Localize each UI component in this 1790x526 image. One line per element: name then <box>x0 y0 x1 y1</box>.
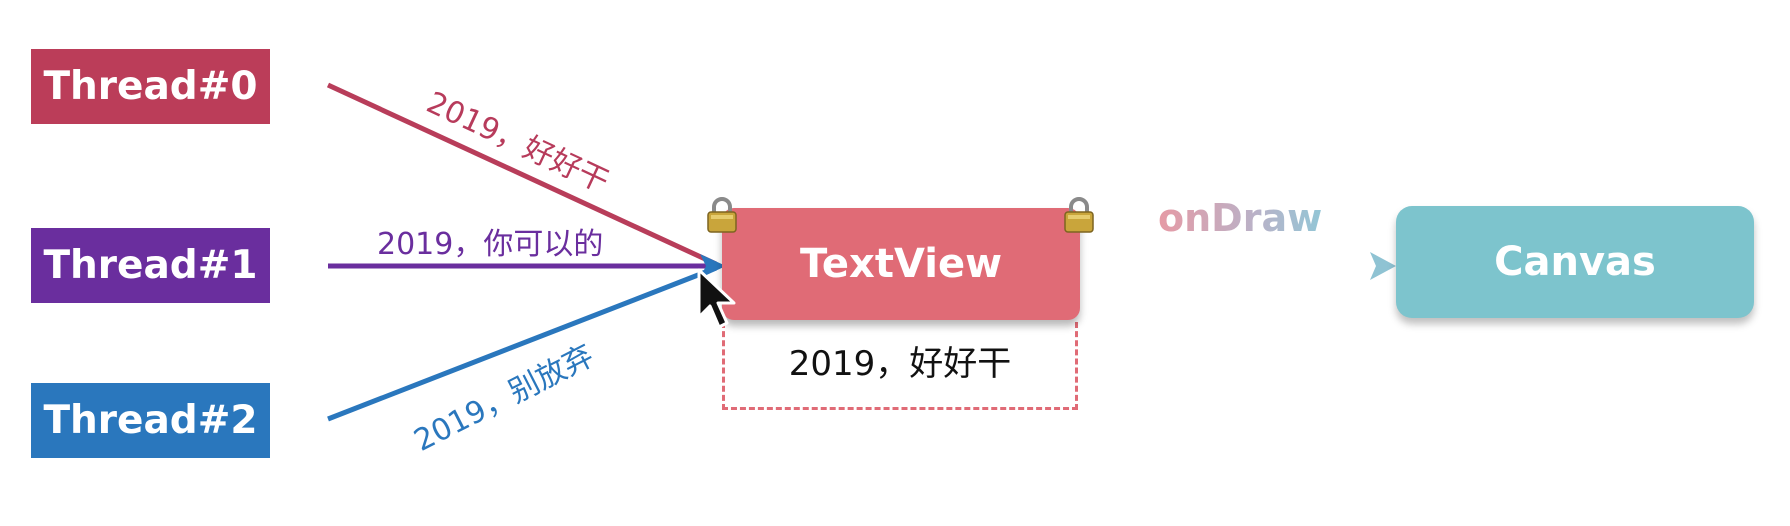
textview-buffer-text: 2019，好好干 <box>788 344 1012 384</box>
cursor-icon <box>697 268 736 329</box>
thread-0-box: Thread#0 <box>31 49 270 124</box>
convergence-arrowhead <box>700 254 726 278</box>
thread2-arrow-line <box>327 265 717 422</box>
thread-1-message: 2019，你可以的 <box>377 227 604 262</box>
thread-1-box: Thread#1 <box>31 228 270 303</box>
thread-2-box: Thread#2 <box>31 383 270 458</box>
ondraw-arrowhead <box>1370 252 1396 280</box>
textview-box: TextView <box>722 208 1080 320</box>
ondraw-label: onDraw <box>1158 196 1323 240</box>
lock-icon <box>707 197 737 233</box>
thread0-arrow-line <box>326 82 718 267</box>
textview-buffer-outline <box>722 322 1078 410</box>
lock-icon <box>1064 197 1094 233</box>
canvas-box: Canvas <box>1396 206 1754 318</box>
